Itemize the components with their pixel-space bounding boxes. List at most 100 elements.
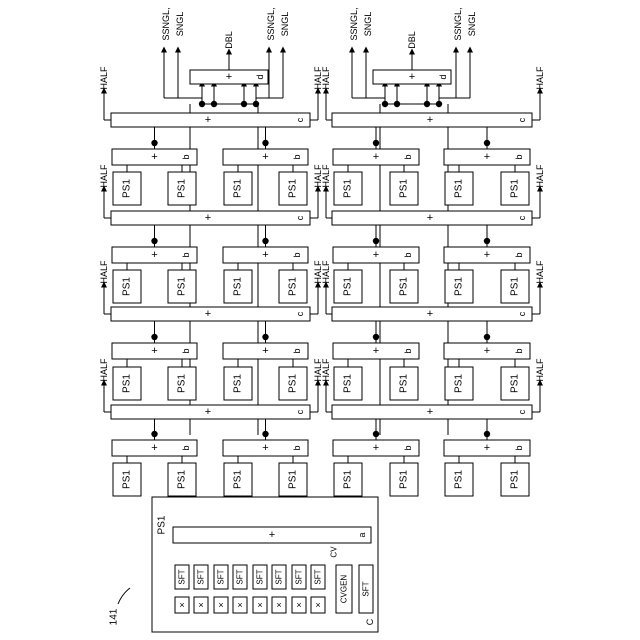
adder-b-label: b [403,348,413,353]
ps1-label: PS1 [288,374,299,393]
adder-b-label: b [292,252,302,257]
sft-label: SFT [236,569,245,584]
junction-dot [151,431,157,437]
adder-b-label: b [181,252,191,257]
adder-b-label: b [292,154,302,159]
half-label: HALF [99,66,109,90]
adder-b-plus: + [262,151,268,163]
adder-b-label: b [514,252,524,257]
adder-c-label: c [295,409,305,414]
half-label: HALF [99,164,109,188]
junction-dot [484,334,490,340]
junction-dot [241,101,247,107]
half-label: HALF [321,260,331,284]
ps1-label: PS1 [233,179,244,198]
junction-dot [484,140,490,146]
adder-a-label: a [357,532,367,537]
junction-dot [262,238,268,244]
sngl-label: SNGL [363,12,373,37]
junction-dot [253,101,259,107]
adder-c-plus: + [427,308,433,320]
sft-label: SFT [217,569,226,584]
ps1-label: PS1 [288,470,299,489]
half-label: HALF [535,358,545,382]
ps1-label: PS1 [122,374,133,393]
ps1-label: PS1 [288,179,299,198]
dbl-label: DBL [224,31,234,49]
half-label: HALF [321,164,331,188]
adder-b-label: b [514,348,524,353]
adder-c-label: c [295,215,305,220]
adder-b-plus: + [484,442,490,454]
junction-dot [262,431,268,437]
adder-c-plus: + [205,114,211,126]
adder-c-label: c [517,311,527,316]
adder-b-plus: + [484,151,490,163]
adder-c-plus: + [205,406,211,418]
adder-d-label: d [255,74,265,79]
adder-c-plus: + [205,212,211,224]
cv-label: CV [330,546,339,558]
ps1-label: PS1 [177,277,188,296]
sft-label: SFT [362,581,371,596]
junction-dot [484,238,490,244]
half-label: HALF [535,66,545,90]
adder-b-label: b [181,445,191,450]
ps1-label: PS1 [343,470,354,489]
adder-d-plus: + [409,71,415,83]
adder-b-plus: + [151,442,157,454]
ps1-label: PS1 [399,179,410,198]
adder-b-label: b [514,445,524,450]
ssngl-label: SSNGL, [161,7,171,40]
adder-b-label: b [403,154,413,159]
ps1-label: PS1 [233,470,244,489]
multiplier-symbol: × [276,600,281,610]
ssngl-label: SSNGL, [266,7,276,40]
adder-c-plus: + [427,212,433,224]
adder-b-plus: + [373,442,379,454]
adder-c-label: c [517,409,527,414]
junction-dot [394,101,400,107]
junction-dot [436,101,442,107]
adder-b-label: b [181,348,191,353]
junction-dot [211,101,217,107]
ps1-label: PS1 [454,374,465,393]
multiplier-symbol: × [179,600,184,610]
adder-b-plus: + [484,249,490,261]
ps1-label: PS1 [288,277,299,296]
adder-b-label: b [292,445,302,450]
half-label: HALF [99,358,109,382]
adder-d-label: d [438,74,448,79]
adder-c-plus: + [427,114,433,126]
junction-dot [373,140,379,146]
multiplier-symbol: × [296,600,301,610]
ps1-label: PS1 [343,277,354,296]
adder-b-label: b [514,154,524,159]
sft-label: SFT [295,569,304,584]
adder-c-label: c [295,311,305,316]
junction-dot [373,238,379,244]
adder-b-plus: + [151,249,157,261]
ssngl-label: SSNGL, [349,7,359,40]
junction-dot [151,140,157,146]
ps1-label: PS1 [177,374,188,393]
adder-c-label: c [517,117,527,122]
adder-b-plus: + [373,345,379,357]
cvgen-label: CVGEN [340,575,349,604]
adder-b-label: b [403,252,413,257]
adder-b-plus: + [151,151,157,163]
half-label: HALF [99,260,109,284]
sft-label: SFT [314,569,323,584]
adder-b-label: b [292,348,302,353]
multiplier-symbol: × [315,600,320,610]
ps1-label: PS1 [510,277,521,296]
junction-dot [262,334,268,340]
junction-dot [151,334,157,340]
adder-b-label: b [403,445,413,450]
adder-c-label: c [295,117,305,122]
junction-dot [484,431,490,437]
ps1-label: PS1 [122,179,133,198]
half-label: HALF [321,66,331,90]
ps1-label: PS1 [399,277,410,296]
ssngl-label: SSNGL, [453,7,463,40]
